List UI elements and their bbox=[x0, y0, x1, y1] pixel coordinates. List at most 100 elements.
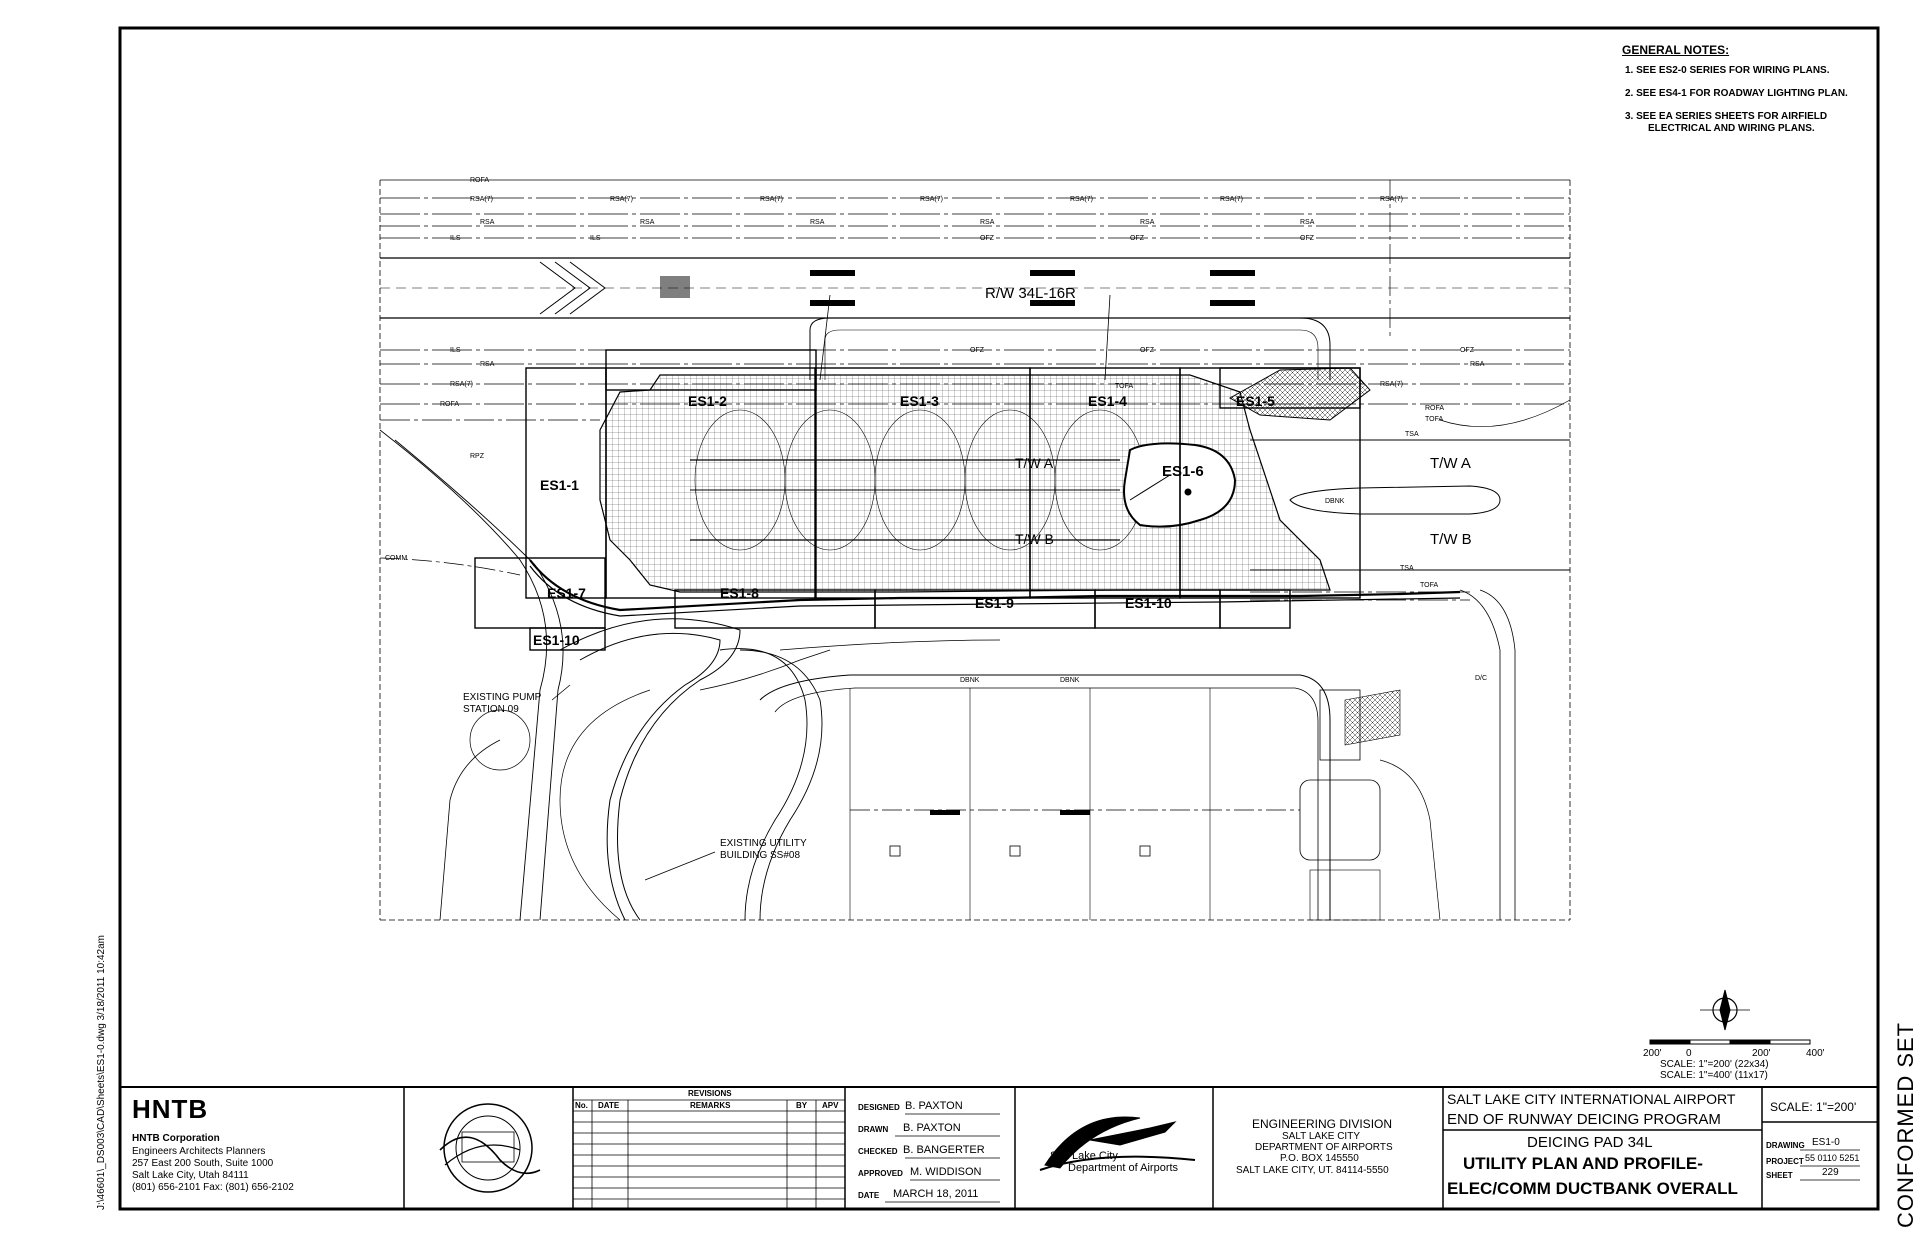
svg-text:RSA: RSA bbox=[1140, 219, 1155, 226]
general-note-1: 1. SEE ES2-0 SERIES FOR WIRING PLANS. bbox=[1625, 65, 1830, 76]
svg-text:RSA(7): RSA(7) bbox=[1380, 381, 1403, 388]
svg-text:RSA(7): RSA(7) bbox=[610, 196, 633, 203]
svg-text:ILS: ILS bbox=[590, 235, 601, 242]
project-number: 55 0110 5251 bbox=[1805, 1153, 1860, 1163]
sheet-key-es1-1: ES1-1 bbox=[540, 477, 579, 493]
sheet-key-es1-10-west: ES1-10 bbox=[533, 632, 580, 648]
svg-text:400': 400' bbox=[1806, 1048, 1825, 1059]
svg-text:RSA(7): RSA(7) bbox=[1220, 196, 1243, 203]
date-value: MARCH 18, 2011 bbox=[893, 1188, 979, 1200]
svg-text:OFZ: OFZ bbox=[1300, 235, 1315, 242]
hntb-logo: HNTB bbox=[132, 1094, 209, 1124]
svg-text:ROFA: ROFA bbox=[440, 401, 459, 408]
plan-line-labels: ROFA RSA(7) RSA(7) RSA(7) RSA(7) RSA(7) … bbox=[385, 177, 1487, 684]
scale-note-2: SCALE: 1"=400' (11x17) bbox=[1660, 1070, 1768, 1081]
svg-text:D/C: D/C bbox=[1475, 675, 1487, 682]
sheet-key-es1-2: ES1-2 bbox=[688, 393, 727, 409]
project-label: PROJECT bbox=[1766, 1157, 1804, 1166]
svg-text:RSA(7): RSA(7) bbox=[920, 196, 943, 203]
svg-text:RSA(7): RSA(7) bbox=[470, 196, 493, 203]
svg-text:200': 200' bbox=[1643, 1048, 1662, 1059]
firm-tagline: Engineers Architects Planners bbox=[132, 1146, 266, 1157]
sheet-label: SHEET bbox=[1766, 1171, 1793, 1180]
revisions-title: REVISIONS bbox=[688, 1089, 732, 1098]
svg-text:RSA: RSA bbox=[480, 361, 495, 368]
signature-lines bbox=[885, 1113, 1000, 1203]
project-title-program: END OF RUNWAY DEICING PROGRAM bbox=[1447, 1111, 1721, 1128]
sheet-key-es1-7: ES1-7 bbox=[547, 585, 586, 601]
revisions-header-remarks: REMARKS bbox=[690, 1101, 731, 1110]
callout-pump-station-line1: EXISTING PUMP bbox=[463, 692, 542, 703]
svg-text:RSA: RSA bbox=[810, 219, 825, 226]
revisions-header-by: BY bbox=[796, 1101, 808, 1110]
svg-text:RSA(7): RSA(7) bbox=[450, 381, 473, 388]
svg-text:ILS: ILS bbox=[450, 347, 461, 354]
sheet-title-line2: ELEC/COMM DUCTBANK OVERALL bbox=[1447, 1179, 1738, 1198]
svg-text:DBNK: DBNK bbox=[960, 677, 980, 684]
project-title-airport: SALT LAKE CITY INTERNATIONAL AIRPORT bbox=[1447, 1091, 1736, 1107]
callout-pump-station-line2: STATION 09 bbox=[463, 704, 519, 715]
drawing-number: ES1-0 bbox=[1812, 1137, 1840, 1148]
revisions-header-no: No. bbox=[575, 1101, 588, 1110]
sheet-number: 229 bbox=[1822, 1167, 1839, 1178]
north-label: N bbox=[1721, 1006, 1728, 1016]
slc-airports-logo bbox=[1039, 1116, 1196, 1171]
drawn-label: DRAWN bbox=[858, 1125, 889, 1134]
revisions-table bbox=[573, 1099, 845, 1209]
svg-text:OFZ: OFZ bbox=[980, 235, 995, 242]
svg-text:ROFA: ROFA bbox=[470, 177, 489, 184]
firm-name: HNTB Corporation bbox=[132, 1133, 220, 1144]
revisions-header-date: DATE bbox=[598, 1101, 620, 1110]
designed-label: DESIGNED bbox=[858, 1103, 900, 1112]
scale-note-1: SCALE: 1"=200' (22x34) bbox=[1660, 1059, 1769, 1070]
engineering-line5: SALT LAKE CITY, UT. 84114-5550 bbox=[1236, 1165, 1389, 1176]
svg-text:OFZ: OFZ bbox=[970, 347, 985, 354]
engineering-line3: DEPARTMENT OF AIRPORTS bbox=[1255, 1142, 1393, 1153]
sheet-key-es1-3: ES1-3 bbox=[900, 393, 939, 409]
plan-main-labels: R/W 34L-16R T/W A T/W B T/W A T/W B ES1-… bbox=[463, 285, 1472, 861]
project-title-pad: DEICING PAD 34L bbox=[1527, 1134, 1653, 1151]
slc-logo-line1: Salt Lake City bbox=[1050, 1150, 1118, 1162]
sheet-title-line1: UTILITY PLAN AND PROFILE- bbox=[1463, 1154, 1703, 1173]
taxiway-a-label: T/W A bbox=[1015, 455, 1054, 471]
approved-label: APPROVED bbox=[858, 1169, 903, 1178]
taxiway-a-label-east: T/W A bbox=[1430, 455, 1471, 472]
scale-ticks: 200' 0 200' 400' bbox=[1643, 1048, 1825, 1059]
engineering-line4: P.O. BOX 145550 bbox=[1280, 1153, 1359, 1164]
svg-text:RSA(7): RSA(7) bbox=[760, 196, 783, 203]
sheet-key-es1-8: ES1-8 bbox=[720, 585, 759, 601]
project-title-frame bbox=[1443, 1121, 1878, 1131]
svg-text:ILS: ILS bbox=[450, 235, 461, 242]
title-block-scale: SCALE: 1"=200' bbox=[1770, 1100, 1857, 1114]
svg-text:TOFA: TOFA bbox=[1425, 416, 1443, 423]
sheet-key-es1-10: ES1-10 bbox=[1125, 595, 1172, 611]
svg-text:TOFA: TOFA bbox=[1115, 383, 1133, 390]
sheet-key-es1-4: ES1-4 bbox=[1088, 393, 1127, 409]
drawn-value: B. PAXTON bbox=[903, 1122, 961, 1134]
svg-text:RSA: RSA bbox=[480, 219, 495, 226]
svg-text:TSA: TSA bbox=[1405, 431, 1419, 438]
revisions-header-apv: APV bbox=[822, 1101, 839, 1110]
svg-text:RSA: RSA bbox=[1300, 219, 1315, 226]
title-block-frame bbox=[403, 1087, 1763, 1209]
svg-text:RSA(7): RSA(7) bbox=[1070, 196, 1093, 203]
firm-phone: (801) 656-2101 Fax: (801) 656-2102 bbox=[132, 1182, 294, 1193]
callout-utility-building-line2: BUILDING SS#08 bbox=[720, 850, 800, 861]
taxiway-b-label-east: T/W B bbox=[1430, 531, 1472, 548]
firm-address-1: 257 East 200 South, Suite 1000 bbox=[132, 1158, 274, 1169]
north-arrow bbox=[1700, 989, 1750, 1031]
date-label: DATE bbox=[858, 1191, 880, 1200]
svg-text:TSA: TSA bbox=[1400, 565, 1414, 572]
svg-text:RSA: RSA bbox=[640, 219, 655, 226]
firm-address-2: Salt Lake City, Utah 84111 bbox=[132, 1170, 249, 1181]
sheet-key-es1-6: ES1-6 bbox=[1162, 463, 1204, 480]
sheet-border bbox=[118, 26, 1880, 1211]
svg-text:COMM: COMM bbox=[385, 555, 407, 562]
svg-text:OFZ: OFZ bbox=[1140, 347, 1155, 354]
taxiway-b-label: T/W B bbox=[1015, 531, 1054, 547]
svg-text:TOFA: TOFA bbox=[1420, 582, 1438, 589]
general-note-3: 3. SEE EA SERIES SHEETS FOR AIRFIELD bbox=[1625, 111, 1828, 122]
sheet-key-es1-9: ES1-9 bbox=[975, 595, 1014, 611]
